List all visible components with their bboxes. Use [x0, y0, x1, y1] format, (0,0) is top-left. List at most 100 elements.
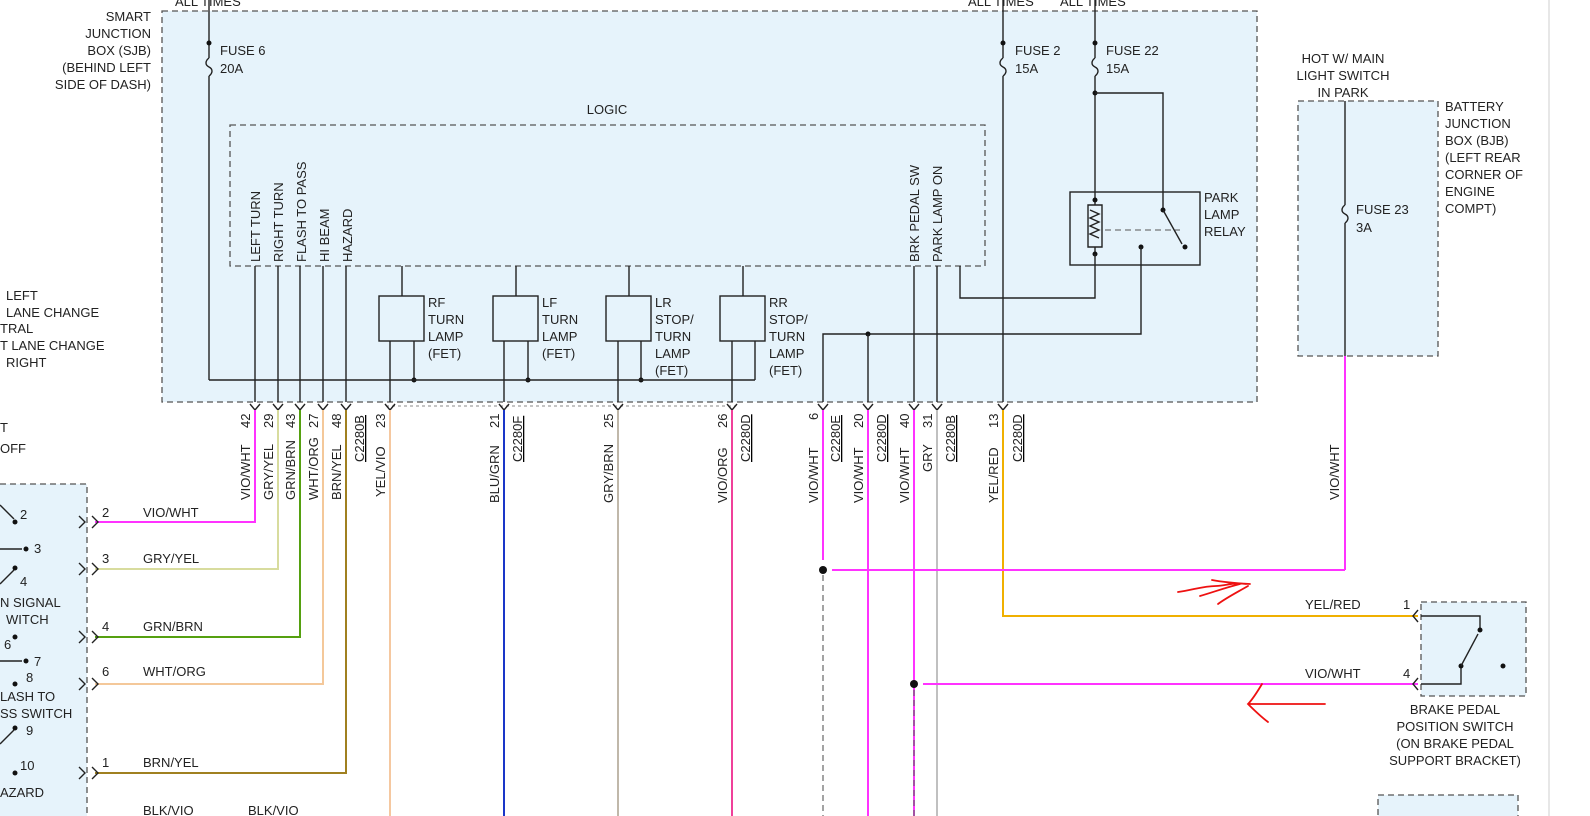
bottom-partial-label: BLK/VIO	[248, 803, 299, 816]
fet-label: TURN	[542, 312, 578, 327]
bjb-hot-label: HOT W/ MAIN LIGHT SWITCH IN PARK	[1297, 51, 1390, 100]
switch-contact-dot	[12, 681, 18, 687]
fet-label: STOP/	[769, 312, 808, 327]
wire-color-label: YEL/RED	[986, 447, 1001, 503]
wire-gry-yel-29	[95, 410, 279, 570]
left-partial-label: T	[0, 420, 8, 435]
switch-contact-dot	[23, 658, 29, 664]
fet-rr	[719, 295, 766, 342]
pin-connector	[862, 403, 874, 412]
brake-pin4: 4	[1403, 666, 1410, 681]
fuse6-rating: 20A	[220, 61, 243, 76]
connector-id: C2280D	[738, 414, 753, 462]
brake-switch-dot	[1500, 663, 1506, 669]
pin-number: 42	[238, 414, 253, 428]
bjb-title: BATTERY JUNCTION BOX (BJB) (LEFT REAR CO…	[1445, 99, 1523, 216]
fet-boxes	[209, 266, 766, 402]
wire-wht-org-27	[95, 410, 324, 685]
relay-label: RELAY	[1204, 224, 1246, 239]
pin-number: 21	[487, 414, 502, 428]
switch-label: AZARD	[0, 785, 44, 800]
switch-wire-color: GRY/YEL	[143, 551, 199, 566]
left-partial-label: RIGHT	[6, 355, 47, 370]
bjb-title-line: ENGINE	[1445, 184, 1495, 199]
switch-contact-dot	[12, 725, 18, 731]
brake-switch-arm	[1460, 633, 1479, 667]
brake-switch-connector	[1412, 609, 1419, 691]
bjb-hot-line: LIGHT SWITCH	[1297, 68, 1390, 83]
switch-pin: 3	[34, 541, 41, 556]
wire-yel-red-13	[1002, 410, 1418, 617]
fuse2-rating: 15A	[1015, 61, 1038, 76]
all-times-label: ALL TIMES	[175, 0, 241, 9]
left-partial-label: T LANE CHANGE	[0, 338, 105, 353]
turn-switch-pins: 2 3 4 6 7 8 9 10	[4, 507, 41, 773]
sjb-title: SMART JUNCTION BOX (SJB) (BEHIND LEFT SI…	[55, 9, 151, 92]
fet-lr-legs	[617, 341, 642, 402]
left-partial-label: OFF	[0, 441, 26, 456]
fet-label: LAMP	[769, 346, 804, 361]
fet-label: LF	[542, 295, 557, 310]
connector-id: C2280D	[874, 414, 889, 462]
wire-brn-yel-48	[95, 410, 347, 774]
fet-lf	[492, 295, 539, 342]
sjb-title-line: SMART	[106, 9, 151, 24]
pin-number: 43	[283, 414, 298, 428]
connector-id: C2280B	[352, 415, 367, 462]
fet-label: (FET)	[428, 346, 461, 361]
bjb-title-line: JUNCTION	[1445, 116, 1511, 131]
pin-connector	[498, 403, 510, 412]
turn-switch-labels: N SIGNAL WITCH LASH TO SS SWITCH AZARD	[0, 595, 72, 800]
relay-label: PARK	[1204, 190, 1239, 205]
logic-input-brk-pedal: BRK PEDAL SW	[907, 164, 922, 262]
switch-contact	[0, 569, 15, 585]
fet-rr-legs	[731, 341, 756, 402]
left-partial-label: TRAL	[0, 321, 33, 336]
fuse2-label: FUSE 2	[1015, 43, 1061, 58]
switch-contact-dot	[12, 634, 18, 640]
pin-connector	[726, 403, 738, 412]
connector-ids: C2280B C2280F C2280D C2280E C2280D C2280…	[352, 414, 1025, 462]
switch-pin: 6	[4, 637, 11, 652]
pin-number: 13	[986, 414, 1001, 428]
red-arrow-left	[1246, 683, 1326, 723]
partial-component-box	[1377, 794, 1519, 816]
bjb-title-line: COMPT)	[1445, 201, 1496, 216]
bjb-hot-line: HOT W/ MAIN	[1302, 51, 1385, 66]
wire-color-label: BRN/YEL	[329, 444, 344, 500]
pin-number: 25	[601, 414, 616, 428]
fet-label: (FET)	[655, 363, 688, 378]
battery-junction-box	[1297, 100, 1439, 357]
relay-feed	[1095, 92, 1164, 208]
logic-input-right-turn: RIGHT TURN	[271, 182, 286, 262]
bjb-wire-label: VIO/WHT	[1327, 444, 1342, 500]
fuse6-symbol	[205, 57, 213, 77]
brake-pin1-wire: YEL/RED	[1305, 597, 1361, 612]
switch-wire-color: BRN/YEL	[143, 755, 199, 770]
switch-contact-dot	[12, 565, 18, 571]
switch-contact-dot	[23, 546, 29, 552]
all-times-label: ALL TIMES	[968, 0, 1034, 9]
switch-wire-color: WHT/ORG	[143, 664, 206, 679]
wire-color-label: YEL/VIO	[373, 446, 388, 497]
switch-pin: 4	[20, 574, 27, 589]
relay-coil-ground	[959, 254, 1096, 299]
fet-label: STOP/	[655, 312, 694, 327]
wire-color-label: GRN/BRN	[283, 440, 298, 500]
pin-number: 48	[329, 414, 344, 428]
sjb-title-line: (BEHIND LEFT	[62, 60, 151, 75]
pin-connector	[908, 403, 920, 412]
wire-color-labels: VIO/WHT GRY/YEL GRN/BRN WHT/ORG BRN/YEL …	[238, 437, 1001, 503]
pin-number: 29	[261, 414, 276, 428]
fet-rf-legs	[389, 341, 415, 402]
pin-connector	[317, 403, 329, 412]
bottom-partial-label: BLK/VIO	[143, 803, 194, 816]
relay-coil-zigzag	[1088, 209, 1101, 239]
brake-switch-label-line: POSITION SWITCH	[1397, 719, 1514, 734]
relay-contact-arm	[1162, 209, 1183, 245]
wire-grn-brn-43	[95, 410, 301, 638]
fet-label: (FET)	[542, 346, 575, 361]
bjb-title-line: CORNER OF	[1445, 167, 1523, 182]
brake-pin4-wire: VIO/WHT	[1305, 666, 1361, 681]
